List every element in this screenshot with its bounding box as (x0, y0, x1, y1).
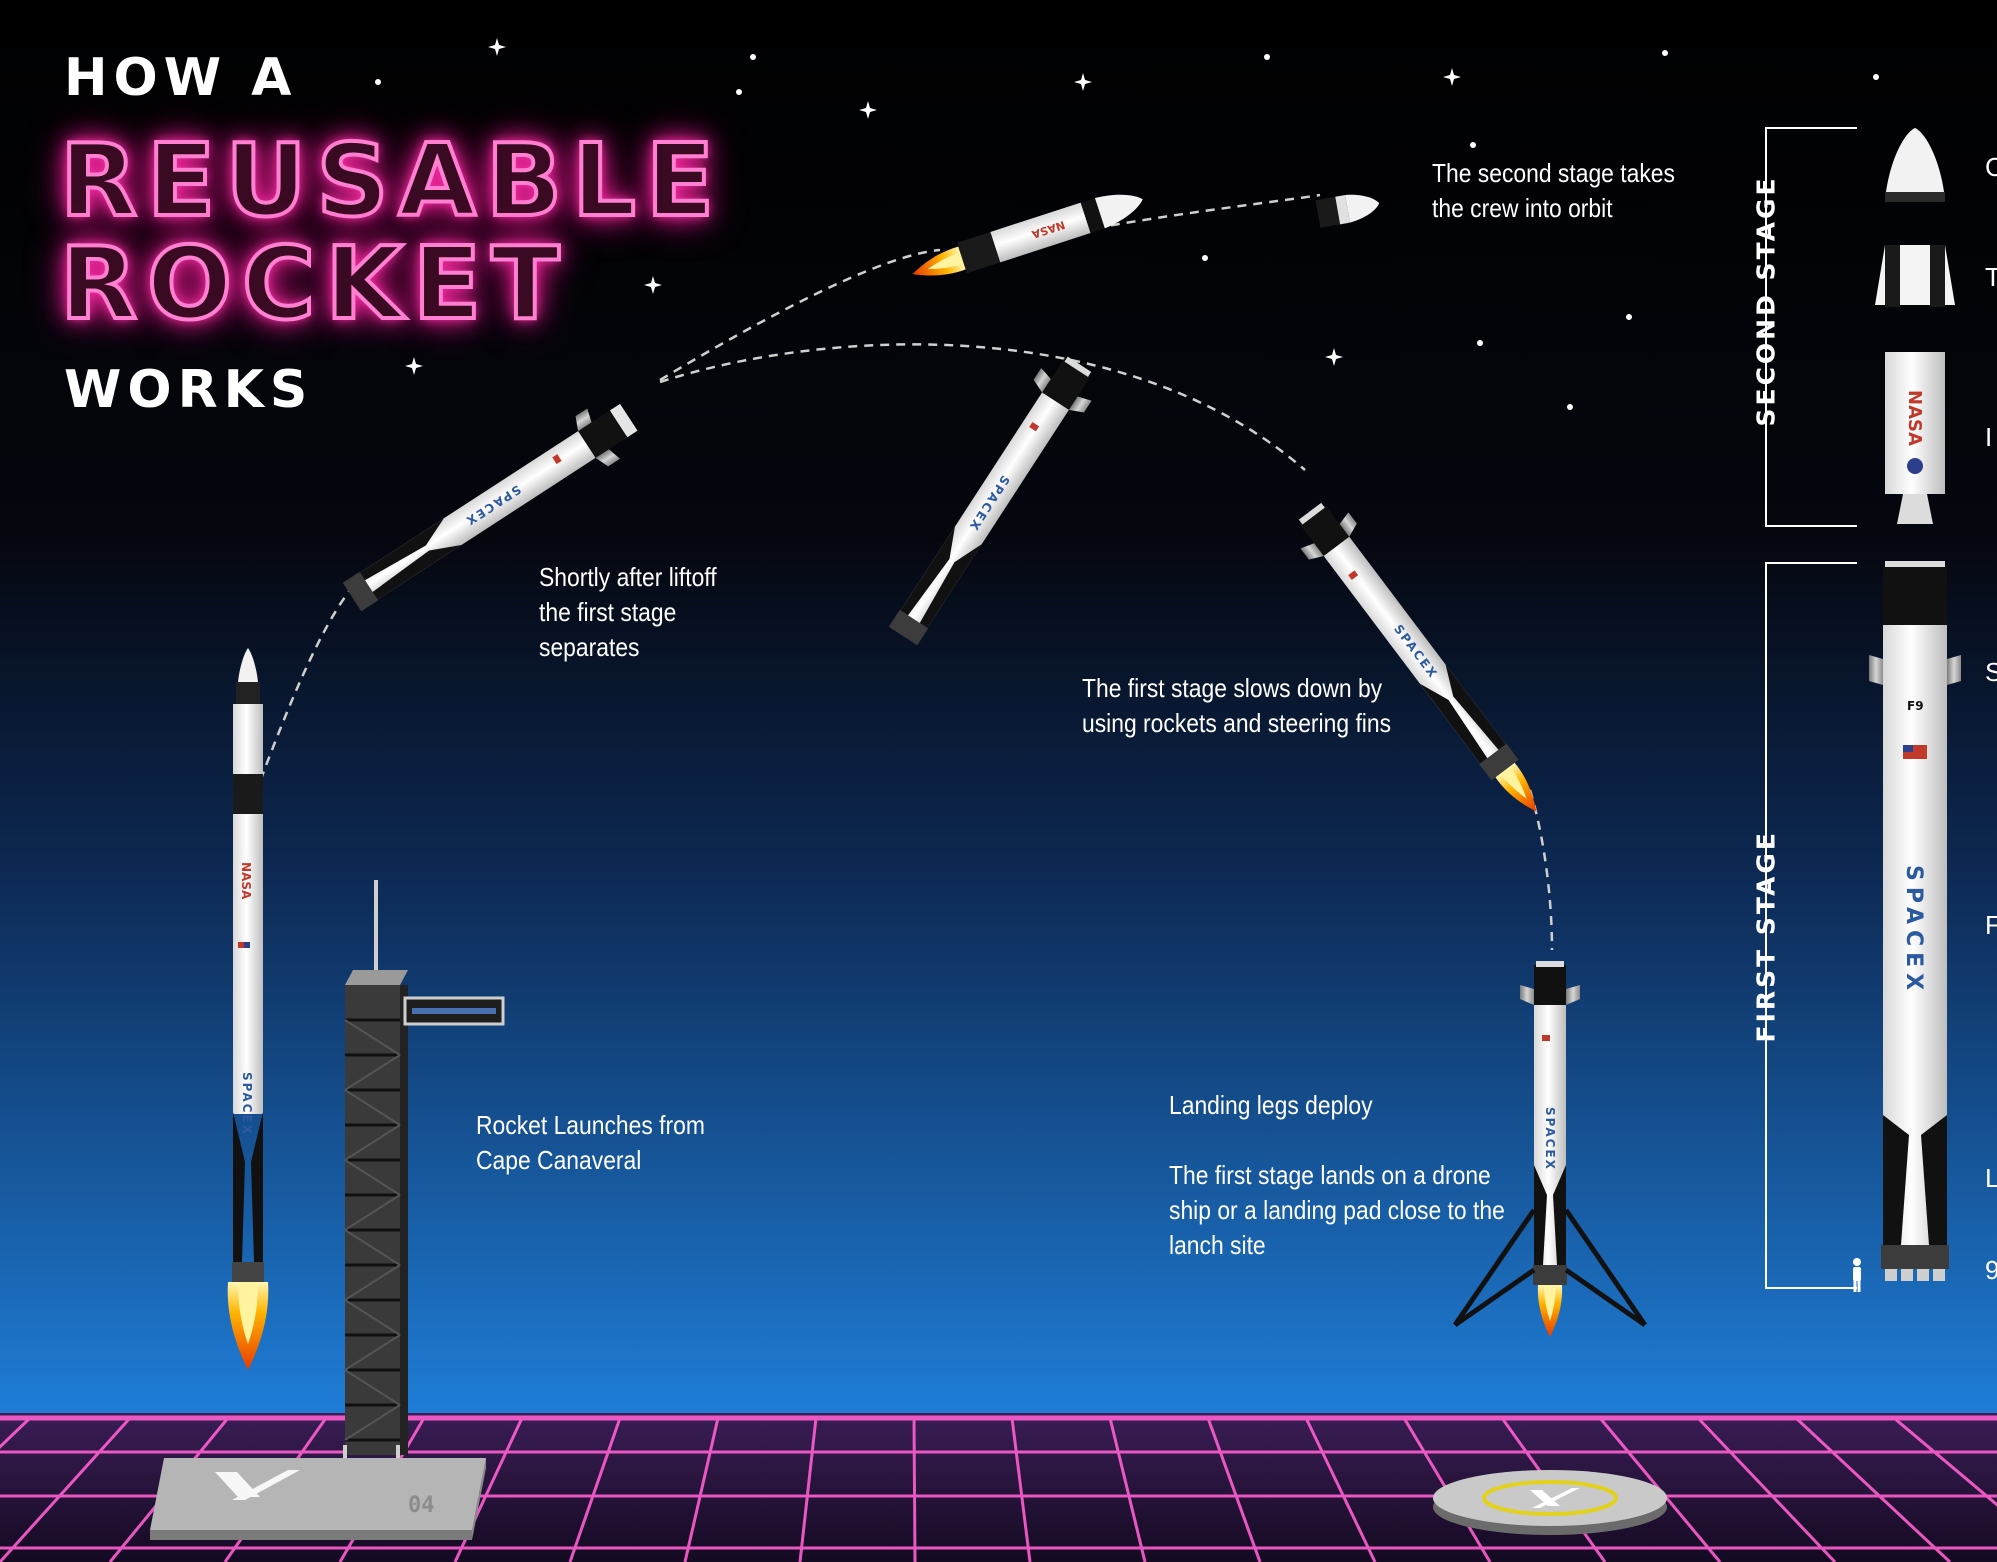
rocket-anatomy-panel: NASA F9 SPACEX (1765, 127, 1961, 1292)
side-label-interstage: I (1985, 422, 1993, 452)
title-works: WORKS (64, 360, 314, 420)
launch-trajectory (253, 589, 352, 796)
star-icon (1873, 74, 1879, 80)
second-stage-in-flight: NASA (908, 184, 1148, 286)
f9-logo: F9 (1907, 699, 1924, 713)
star-icon (1477, 340, 1483, 346)
spacex-x-logo-icon (215, 1470, 300, 1500)
anatomy-second-stage: NASA (1885, 352, 1945, 524)
anatomy-first-stage: F9 SPACEX (1869, 561, 1961, 1281)
caption-slowdown: The first stage slows down by using rock… (1082, 673, 1392, 738)
star-icon (1264, 54, 1270, 60)
caption-orbit: The second stage takes the crew into orb… (1432, 158, 1675, 223)
ascent-trajectory (659, 248, 941, 382)
side-label-first-stage: F (1985, 910, 1997, 940)
first-stage-landing: SPACEX (1452, 961, 1648, 1337)
launch-tower (343, 880, 505, 1480)
second-stage-label: SECOND STAGE (1751, 175, 1781, 427)
first-stage-label: FIRST STAGE (1751, 830, 1781, 1043)
title-how-a: HOW A (64, 48, 298, 108)
star-icon (1626, 314, 1632, 320)
landing-legs (1452, 1208, 1648, 1328)
pad-number: 04 (408, 1493, 435, 1518)
nasa-logo: NASA (1904, 390, 1925, 446)
anatomy-trunk (1875, 245, 1955, 307)
star-icon (1470, 142, 1476, 148)
human-scale-icon (1853, 1258, 1861, 1292)
side-label-separation: S (1985, 657, 1997, 687)
nasa-logo: NASA (239, 862, 253, 900)
stage-brackets (1765, 127, 1857, 1289)
launch-pad: 04 (150, 1458, 486, 1540)
star-icon (1202, 255, 1208, 261)
star-icon (1567, 404, 1573, 410)
landing-pad (1433, 1470, 1667, 1535)
title-rocket: ROCKET (58, 223, 570, 344)
spacex-x-logo-icon (1530, 1488, 1580, 1508)
star-field (375, 38, 1879, 410)
spacex-wordmark: SPACEX (1901, 865, 1926, 996)
star-icon (750, 54, 756, 60)
side-label-legs: L (1985, 1163, 1997, 1193)
caption-launch: Rocket Launches from Cape Canaveral (476, 1110, 705, 1175)
caption-landing: The first stage lands on a drone ship or… (1169, 1160, 1505, 1260)
star-icon (375, 79, 381, 85)
spacex-wordmark: SPACEX (240, 1072, 254, 1136)
star-icon (736, 89, 742, 95)
caption-landing-legs: Landing legs deploy (1169, 1090, 1373, 1120)
side-label-trunk: T (1985, 262, 1997, 292)
anatomy-capsule (1885, 128, 1945, 202)
side-label-engines: 9 (1985, 1255, 1997, 1285)
title-reusable: REUSABLE (58, 120, 725, 241)
crew-capsule-in-orbit (1315, 194, 1380, 228)
star-icon (1662, 50, 1668, 56)
side-label-capsule: C (1985, 152, 1997, 182)
rocket-at-launch: NASA SPACEX (227, 648, 269, 1370)
spacex-wordmark: SPACEX (1543, 1107, 1557, 1171)
orbit-trajectory (1094, 193, 1321, 230)
caption-separation: Shortly after liftoff the first stage se… (539, 562, 717, 662)
